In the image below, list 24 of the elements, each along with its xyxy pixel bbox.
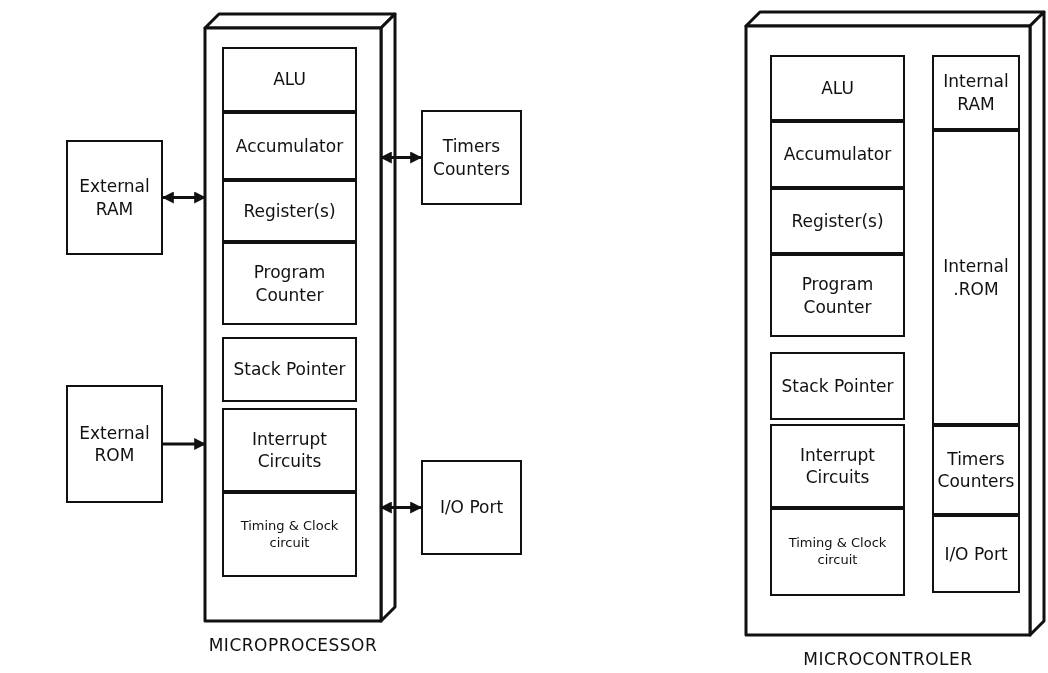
block-box: External ROM [66, 385, 163, 503]
block-box: External RAM [66, 140, 163, 255]
block-box: Interrupt Circuits [222, 408, 357, 492]
block-box: I/O Port [421, 460, 522, 555]
block-box: Accumulator [770, 121, 905, 188]
block-box: I/O Port [932, 515, 1020, 593]
block-box: Internal RAM [932, 55, 1020, 130]
block-box: ALU [222, 47, 357, 112]
block-box: Internal .ROM [932, 130, 1020, 425]
block-box: Timers Counters [932, 425, 1020, 515]
block-box: Stack Pointer [770, 352, 905, 420]
block-box: Timers Counters [421, 110, 522, 205]
diagram-caption: MICROPROCESSOR [207, 635, 379, 655]
block-box: Timing & Clock circuit [222, 492, 357, 577]
block-box: Register(s) [222, 180, 357, 242]
block-box: ALU [770, 55, 905, 121]
block-box: Stack Pointer [222, 337, 357, 402]
block-box: Timing & Clock circuit [770, 508, 905, 596]
block-box: Interrupt Circuits [770, 424, 905, 508]
diagram-caption: MICROCONTROLER [802, 649, 974, 669]
block-box: Program Counter [222, 242, 357, 325]
block-box: Accumulator [222, 112, 357, 180]
block-box: Program Counter [770, 254, 905, 337]
block-box: Register(s) [770, 188, 905, 254]
